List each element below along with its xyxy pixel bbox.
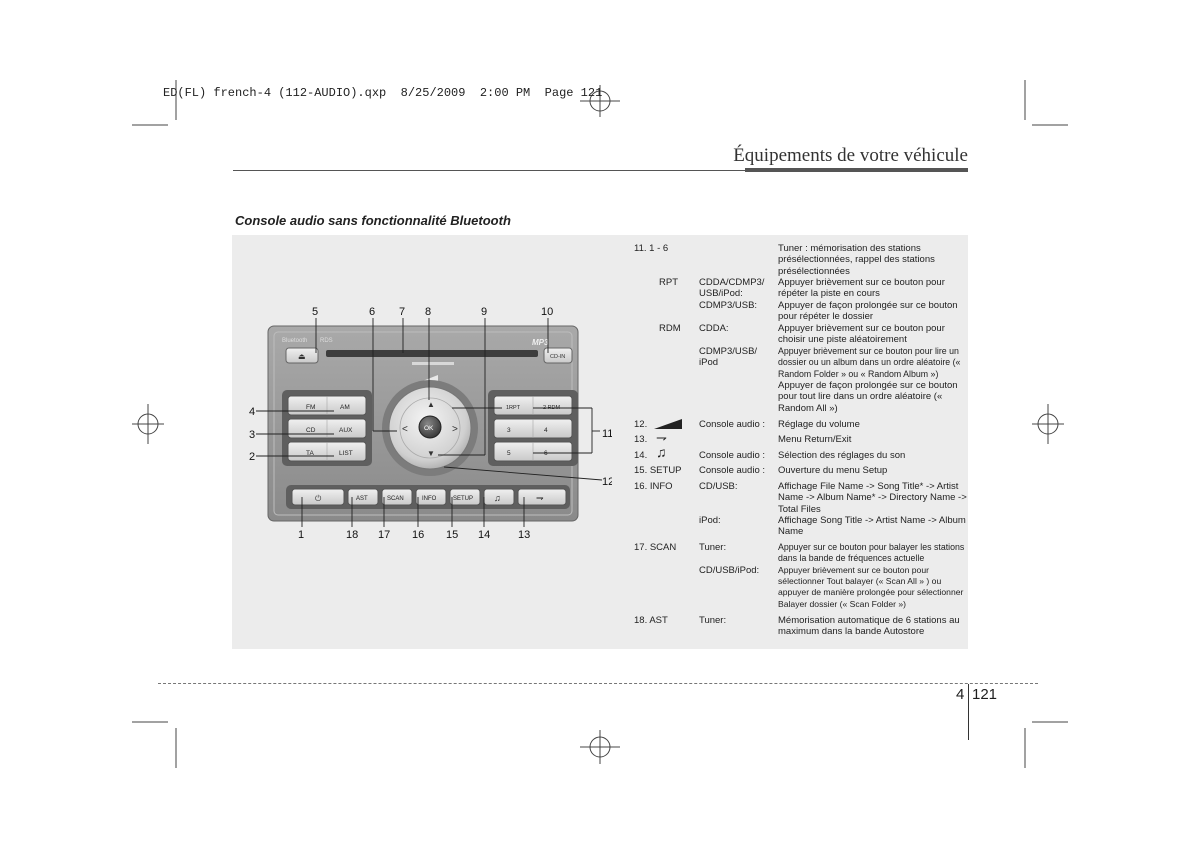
right-button-grid: 1RPT 2 RDM 3 4 5 6: [493, 395, 573, 462]
callout-10: 10: [541, 306, 553, 318]
callout-6: 6: [369, 306, 375, 318]
volume-icon: [654, 419, 682, 429]
preset-4-label: 4: [544, 427, 548, 434]
radio-illustration: Bluetooth RDS MP3 ⏏ CD-IN FM AM CD AUX T…: [249, 306, 612, 541]
svg-text:OK: OK: [424, 425, 434, 432]
callout-13: 13: [518, 529, 530, 541]
description-list: 11. 1 - 6 Tuner : mémorisation des stati…: [634, 243, 967, 638]
callout-11: 11: [602, 428, 612, 440]
ta-label: TA: [306, 450, 314, 457]
rds-logo: RDS: [320, 338, 333, 344]
header-rule: [233, 170, 745, 171]
fm-label: FM: [306, 404, 315, 411]
callout-7: 7: [399, 306, 405, 318]
cd-slot: [326, 350, 538, 357]
scan-button[interactable]: [381, 488, 413, 506]
svg-text:AST: AST: [356, 496, 368, 502]
callout-15: 15: [446, 529, 458, 541]
callout-4: 4: [249, 406, 255, 418]
svg-text:SCAN: SCAN: [387, 496, 404, 502]
return-icon: ⇁: [536, 493, 544, 503]
callout-18: 18: [346, 529, 358, 541]
aux-label: AUX: [339, 427, 353, 434]
return-exit-icon: ⇁: [656, 430, 667, 445]
preset-6-label: 6: [544, 450, 548, 457]
music-note-icon: ♫: [494, 493, 501, 503]
sound-icon: ♫: [656, 444, 667, 460]
svg-text:CD-IN: CD-IN: [550, 354, 565, 360]
callout-5: 5: [312, 306, 318, 318]
callout-16: 16: [412, 529, 424, 541]
callout-17: 17: [378, 529, 390, 541]
return-button[interactable]: [517, 488, 567, 506]
ok-button[interactable]: [418, 415, 442, 439]
ast-button[interactable]: [347, 488, 379, 506]
setup-button[interactable]: [449, 488, 481, 506]
callout-lines: [256, 318, 603, 527]
svg-text:SETUP: SETUP: [453, 496, 473, 502]
callout-9: 9: [481, 306, 487, 318]
right-arrow-icon[interactable]: >: [452, 424, 458, 435]
up-arrow-icon[interactable]: ▲: [427, 400, 435, 409]
page-header-title: Équipements de votre véhicule: [733, 145, 968, 166]
chapter-number: 4: [956, 686, 965, 703]
callout-14: 14: [478, 529, 490, 541]
bottom-button-row: ⏻ AST SCAN INFO SETUP ♫ ⇁: [291, 488, 567, 506]
list-label: LIST: [339, 450, 353, 457]
bluetooth-logo: Bluetooth: [282, 338, 307, 344]
footer-rule: [158, 683, 1038, 684]
preset-3-label: 3: [507, 427, 511, 434]
callout-2: 2: [249, 451, 255, 463]
callout-1: 1: [298, 529, 304, 541]
left-button-grid: FM AM CD AUX TA LIST: [287, 395, 367, 462]
preset-1-label: 1RPT: [506, 405, 521, 411]
page-number: 121: [972, 686, 998, 703]
down-arrow-icon[interactable]: ▼: [427, 449, 435, 458]
svg-text:INFO: INFO: [422, 496, 437, 502]
am-label: AM: [340, 404, 350, 411]
page-number-divider: [968, 684, 969, 740]
cd-in-indicator: [543, 347, 573, 364]
callout-12: 12: [602, 476, 612, 488]
eject-button[interactable]: [285, 347, 319, 364]
mp3-logo: MP3: [532, 338, 549, 347]
power-button[interactable]: [291, 488, 345, 506]
left-arrow-icon[interactable]: <: [402, 424, 408, 435]
header-rule-thick: [745, 168, 968, 172]
power-icon: ⏻: [315, 494, 322, 503]
file-slug: ED(FL) french-4 (112-AUDIO).qxp 8/25/200…: [163, 86, 603, 100]
callout-8: 8: [425, 306, 431, 318]
eject-icon: ⏏: [298, 352, 306, 361]
section-title: Console audio sans fonctionnalité Blueto…: [235, 213, 511, 228]
cd-label: CD: [306, 427, 316, 434]
preset-5-label: 5: [507, 450, 511, 457]
info-button[interactable]: [415, 488, 447, 506]
callout-3: 3: [249, 429, 255, 441]
